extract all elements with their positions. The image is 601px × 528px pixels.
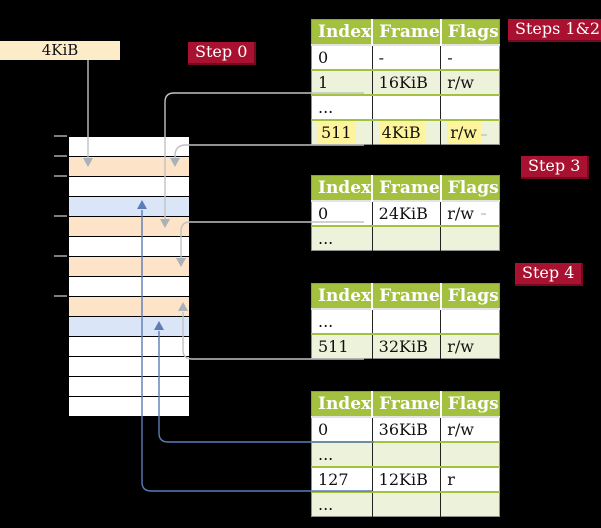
frame-boundary-tick [54, 255, 67, 257]
table-cell-index: 1 [311, 68, 373, 95]
frame-boundary-tick [54, 135, 67, 137]
column-header-flags: Flags [440, 391, 500, 417]
memory-frame-row-orange [69, 217, 189, 237]
frame-boundary-tick [54, 175, 67, 177]
step-label-0: Step 0 [188, 42, 257, 65]
memory-frame-row-white [69, 357, 189, 377]
column-header-index: Index [311, 175, 374, 201]
table-cell-index: 0 [311, 199, 373, 226]
table-cell-flags [440, 490, 500, 517]
table-cell-frame: 4KiB [372, 118, 442, 145]
table-cell-flags [440, 224, 500, 251]
table-cell-frame: 24KiB [372, 199, 442, 226]
table-cell-flags: r [440, 465, 500, 492]
table-cell-flags: r/w [440, 68, 500, 95]
table-cell-frame [372, 490, 442, 517]
column-header-index: Index [311, 283, 374, 309]
table-cell-frame: 12KiB [372, 465, 442, 492]
memory-frame-row-white [69, 277, 189, 297]
memory-frame-row-white [69, 137, 189, 157]
table-cell-index: 0 [311, 43, 373, 70]
highlighted-value: 511 [318, 121, 356, 144]
table-cell-frame: - [372, 43, 442, 70]
column-header-frame: Frame [372, 391, 442, 417]
physical-memory-stack [68, 136, 190, 417]
table-cell-frame [372, 224, 442, 251]
step-label-3: Step 3 [521, 156, 590, 179]
column-header-index: Index [311, 391, 374, 417]
table-cell-index: 511 [311, 118, 373, 145]
column-header-flags: Flags [440, 19, 500, 45]
table-cell-index: ... [311, 93, 373, 120]
column-header-frame: Frame [372, 175, 442, 201]
column-header-frame: Frame [372, 283, 442, 309]
table-cell-frame: 16KiB [372, 68, 442, 95]
connector-line-t1-entry511-to-frame-4kib [174, 144, 364, 158]
column-header-flags: Flags [440, 175, 500, 201]
memory-frame-row-white [69, 377, 189, 397]
table-cell-flags: r/w [440, 199, 500, 226]
column-header-flags: Flags [440, 283, 500, 309]
step-label-1-2: Steps 1&2 [508, 19, 601, 42]
table-row: 511 4KiB r/w [311, 118, 500, 145]
frame-boundary-tick [54, 215, 67, 217]
table-cell-frame [372, 440, 442, 467]
table-cell-index: ... [311, 490, 373, 517]
table-cell-frame [372, 93, 442, 120]
table-row: ... [311, 224, 500, 251]
table-row: ... [311, 93, 500, 120]
memory-frame-row-orange [69, 157, 189, 177]
table-cell-flags: - [440, 43, 500, 70]
table-cell-flags [440, 440, 500, 467]
memory-frame-row-white [69, 337, 189, 357]
memory-frame-row-orange [69, 297, 189, 317]
column-header-index: Index [311, 19, 374, 45]
table-cell-index: ... [311, 224, 373, 251]
table-cell-frame [372, 307, 442, 334]
table-cell-flags [440, 93, 500, 120]
table-cell-flags [440, 307, 500, 334]
frame-4kib-label: 4KiB [41, 41, 79, 59]
table-cell-flags: r/w [440, 332, 500, 359]
column-header-frame: Frame [372, 19, 442, 45]
table-cell-index: ... [311, 307, 373, 334]
table-cell-frame: 36KiB [372, 415, 442, 442]
frame-boundary-tick [54, 155, 67, 157]
table-cell-index: 127 [311, 465, 373, 492]
table-row: 0-- [311, 43, 500, 70]
frame-4kib-box: 4KiB [0, 41, 120, 60]
table-cell-index: 0 [311, 415, 373, 442]
highlighted-value: 4KiB [378, 121, 425, 144]
memory-frame-row-blue [69, 197, 189, 217]
table-cell-flags: r/w [440, 118, 500, 145]
memory-frame-row-white [69, 397, 189, 416]
table-row: ... [311, 490, 500, 517]
table-cell-index: 511 [311, 332, 373, 359]
memory-frame-row-blue [69, 317, 189, 337]
table-row: ... [311, 440, 500, 467]
step-label-4: Step 4 [515, 263, 584, 286]
table-cell-index: ... [311, 440, 373, 467]
frame-boundary-tick [54, 295, 67, 297]
table-cell-frame: 32KiB [372, 332, 442, 359]
memory-frame-row-white [69, 237, 189, 257]
highlighted-value: r/w [447, 121, 481, 144]
memory-frame-row-white [69, 177, 189, 197]
table-row: ... [311, 307, 500, 334]
table-cell-flags: r/w [440, 415, 500, 442]
memory-frame-row-orange [69, 257, 189, 277]
